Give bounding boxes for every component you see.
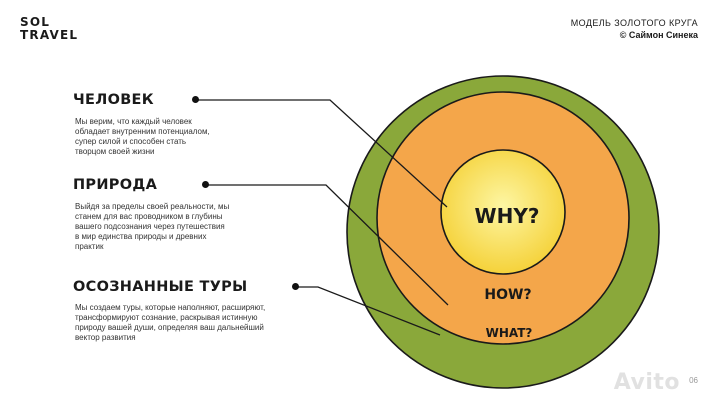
section-desc-line: станем для вас проводником в глубины: [75, 212, 223, 221]
connector-dot-2: [202, 181, 209, 188]
connector-line-1: [196, 99, 448, 208]
connector-line-3: [296, 286, 441, 336]
section-desc-3: Мы создаем туры, которые наполняют, расш…: [75, 303, 265, 343]
section-desc-line: обладает внутренним потенциалом,: [75, 127, 210, 136]
section-desc-line: Мы верим, что каждый человек: [75, 117, 192, 126]
section-title-2: ПРИРОДА: [73, 177, 158, 193]
section-desc-line: трансформируют сознание, раскрывая истин…: [75, 313, 258, 322]
label-what: WHAT?: [486, 326, 533, 340]
section-desc-line: супер силой и способен стать: [75, 137, 187, 146]
avito-watermark: Avito: [613, 370, 680, 395]
section-desc-line: творцом своей жизни: [75, 147, 155, 156]
section-desc-line: вектор развития: [75, 333, 136, 342]
header-subtitle: МОДЕЛЬ ЗОЛОТОГО КРУГА: [570, 18, 698, 28]
brand-line-2: TRAVEL: [20, 28, 79, 42]
header-caption: МОДЕЛЬ ЗОЛОТОГО КРУГА © Саймон Синека: [571, 17, 698, 41]
section-desc-line: практик: [75, 242, 104, 251]
section-title-1: ЧЕЛОВЕК: [73, 92, 154, 108]
label-why: WHY?: [475, 204, 540, 228]
section-desc-line: вашего подсознания через путешествия: [75, 222, 225, 231]
page-number: 06: [689, 376, 698, 385]
connector-dot-3: [292, 283, 299, 290]
section-desc-line: в мир единства природы и древних: [75, 232, 207, 241]
label-how: HOW?: [484, 287, 531, 303]
brand-logo: SOL TRAVEL: [20, 16, 78, 42]
section-desc-2: Выйдя за пределы своей реальности, мы ст…: [75, 202, 229, 252]
section-title-3: ОСОЗНАННЫЕ ТУРЫ: [73, 279, 248, 295]
brand-line-1: SOL: [20, 15, 51, 29]
header-author: © Саймон Синека: [619, 30, 698, 40]
section-desc-line: Выйдя за пределы своей реальности, мы: [75, 202, 230, 211]
connector-dot-1: [192, 96, 199, 103]
section-desc-line: Мы создаем туры, которые наполняют, расш…: [75, 303, 266, 312]
section-desc-1: Мы верим, что каждый человек обладает вн…: [75, 117, 210, 157]
inner-circle-why: [440, 149, 566, 275]
section-desc-line: природу вашей души, определяя ваш дальне…: [75, 323, 264, 332]
connector-line-2: [206, 184, 449, 306]
